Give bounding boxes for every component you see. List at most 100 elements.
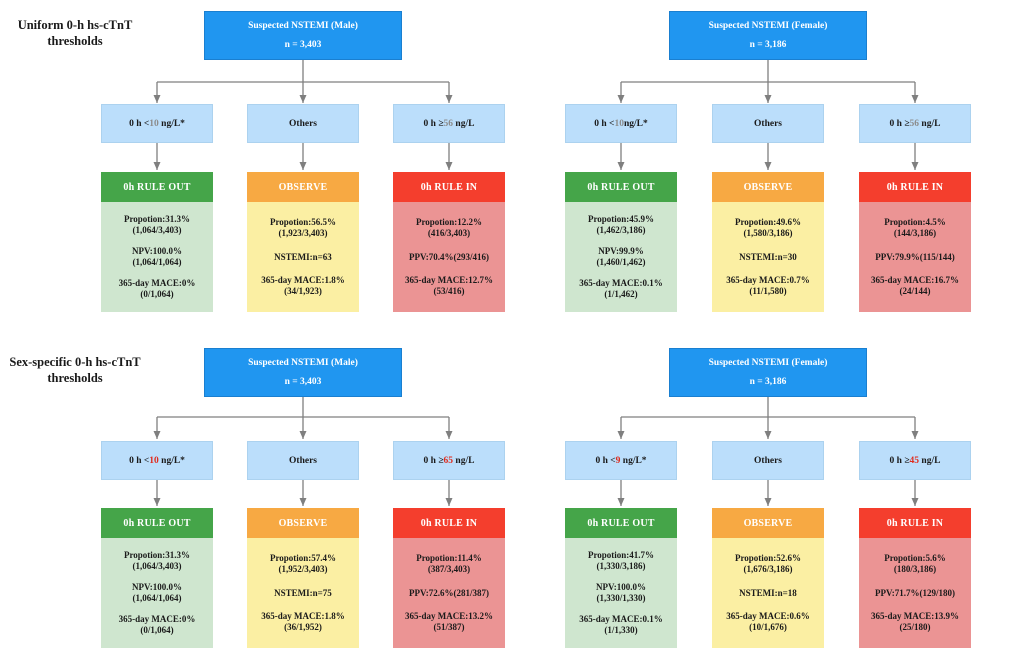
branch-label: Others (754, 118, 782, 129)
stat-nstemi: NSTEMI:n=63 (274, 251, 332, 262)
branch-label-suffix: ng/L* (620, 455, 647, 466)
outcome-node-observe: OBSERVE Propotion:57.4%(1,952/3,403) NST… (247, 508, 359, 648)
outcome-node-rule-in: 0h RULE IN Propotion:4.5%(144/3,186) PPV… (859, 172, 971, 312)
root-node-uniform-female: Suspected NSTEMI (Female) n = 3,186 (669, 11, 867, 60)
stat-ppv: PPV:79.9%(115/144) (875, 251, 955, 262)
branch-label-suffix: ng/L (919, 118, 941, 129)
threshold-value: 10 (149, 455, 159, 466)
outcome-node-rule-out: 0h RULE OUT Propotion:45.9%(1,462/3,186)… (565, 172, 677, 312)
root-count: n = 3,186 (749, 40, 787, 50)
branch-node-rule-in-threshold: 0 h ≥56 ng/L (859, 104, 971, 143)
outcome-header: 0h RULE OUT (101, 508, 213, 538)
branch-node-rule-out-threshold: 0 h <9 ng/L* (565, 441, 677, 480)
stat-mace: 365-day MACE:0%(0/1,064) (118, 614, 196, 635)
outcome-header: 0h RULE IN (393, 508, 505, 538)
root-count: n = 3,403 (284, 40, 322, 50)
stat-proportion: Propotion:12.2%(416/3,403) (415, 216, 483, 238)
branch-node-rule-out-threshold: 0 h <10 ng/L* (101, 441, 213, 480)
threshold-value: 56 (909, 118, 920, 129)
stat-proportion: Propotion:52.6%(1,676/3,186) (734, 552, 802, 574)
outcome-stats: Propotion:52.6%(1,676/3,186) NSTEMI:n=18… (712, 538, 824, 648)
outcome-node-rule-out: 0h RULE OUT Propotion:31.3%(1,064/3,403)… (101, 508, 213, 648)
stat-proportion: Propotion:45.9%(1,462/3,186) (587, 214, 655, 236)
stat-ppv: PPV:70.4%(293/416) (409, 251, 489, 262)
row-label-uniform-thresholds: Uniform 0-h hs-cTnT thresholds (0, 17, 150, 50)
branch-label-suffix: ng/L* (158, 455, 185, 466)
branch-label-suffix: ng/L (453, 118, 475, 129)
outcome-header: 0h RULE IN (859, 508, 971, 538)
stat-nstemi: NSTEMI:n=75 (274, 587, 332, 598)
branch-label-prefix: 0 h < (129, 455, 150, 466)
root-title: Suspected NSTEMI (Male) (248, 21, 358, 31)
row-label-line1: Sex-specific 0-h hs-cTnT (9, 355, 141, 369)
outcome-stats: Propotion:12.2%(416/3,403) PPV:70.4%(293… (393, 202, 505, 312)
branch-node-rule-in-threshold: 0 h ≥65 ng/L (393, 441, 505, 480)
stat-proportion: Propotion:57.4%(1,952/3,403) (269, 552, 337, 574)
row-label-line1: Uniform 0-h hs-cTnT (17, 18, 133, 32)
outcome-node-rule-in: 0h RULE IN Propotion:11.4%(387/3,403) PP… (393, 508, 505, 648)
branch-label-prefix: 0 h ≥ (889, 118, 910, 129)
branch-label-suffix: ng/L* (158, 118, 185, 129)
outcome-node-observe: OBSERVE Propotion:52.6%(1,676/3,186) NST… (712, 508, 824, 648)
stat-proportion: Propotion:4.5%(144/3,186) (884, 216, 946, 238)
outcome-node-rule-out: 0h RULE OUT Propotion:41.7%(1,330/3,186)… (565, 508, 677, 648)
outcome-stats: Propotion:49.6%(1,580/3,186) NSTEMI:n=30… (712, 202, 824, 312)
root-count: n = 3,186 (749, 377, 787, 387)
stat-proportion: Propotion:5.6%(180/3,186) (884, 552, 946, 574)
outcome-header: 0h RULE OUT (565, 172, 677, 202)
root-title: Suspected NSTEMI (Male) (248, 358, 358, 368)
outcome-header: 0h RULE IN (393, 172, 505, 202)
threshold-value: 45 (909, 455, 920, 466)
branch-label-suffix: ng/L (453, 455, 475, 466)
branch-label-prefix: 0 h ≥ (423, 118, 444, 129)
root-count: n = 3,403 (284, 377, 322, 387)
outcome-stats: Propotion:4.5%(144/3,186) PPV:79.9%(115/… (859, 202, 971, 312)
outcome-header: OBSERVE (247, 508, 359, 538)
branch-label-prefix: 0 h < (595, 455, 616, 466)
stat-npv: NPV:100.0%(1,330/1,330) (596, 582, 646, 603)
row-label-sex-specific-thresholds: Sex-specific 0-h hs-cTnT thresholds (0, 354, 150, 387)
stat-mace: 365-day MACE:0.1%(1/1,330) (579, 614, 663, 635)
threshold-value: 65 (443, 455, 454, 466)
threshold-value: 10 (614, 118, 624, 129)
row-label-line2: thresholds (47, 371, 103, 386)
root-title: Suspected NSTEMI (Female) (708, 358, 828, 368)
stat-mace: 365-day MACE:1.8%(36/1,952) (261, 611, 345, 633)
branch-label-prefix: 0 h ≥ (423, 455, 444, 466)
root-node-sex-specific-male: Suspected NSTEMI (Male) n = 3,403 (204, 348, 402, 397)
stat-mace: 365-day MACE:16.7%(24/144) (871, 275, 959, 297)
stat-npv: NPV:100.0%(1,064/1,064) (132, 582, 182, 603)
threshold-value: 9 (615, 455, 621, 466)
stat-proportion: Propotion:41.7%(1,330/3,186) (587, 550, 655, 572)
outcome-stats: Propotion:45.9%(1,462/3,186) NPV:99.9%(1… (565, 202, 677, 312)
row-label-line2: thresholds (47, 34, 103, 49)
root-title: Suspected NSTEMI (Female) (708, 21, 828, 31)
outcome-node-observe: OBSERVE Propotion:56.5%(1,923/3,403) NST… (247, 172, 359, 312)
stat-proportion: Propotion:31.3%(1,064/3,403) (123, 214, 191, 236)
stat-npv: NPV:100.0%(1,064/1,064) (132, 246, 182, 267)
outcome-header: OBSERVE (712, 508, 824, 538)
stat-ppv: PPV:71.7%(129/180) (875, 587, 955, 598)
outcome-node-rule-in: 0h RULE IN Propotion:5.6%(180/3,186) PPV… (859, 508, 971, 648)
stat-mace: 365-day MACE:13.2%(51/387) (405, 611, 493, 633)
outcome-stats: Propotion:41.7%(1,330/3,186) NPV:100.0%(… (565, 538, 677, 648)
outcome-node-observe: OBSERVE Propotion:49.6%(1,580/3,186) NST… (712, 172, 824, 312)
outcome-stats: Propotion:5.6%(180/3,186) PPV:71.7%(129/… (859, 538, 971, 648)
stat-mace: 365-day MACE:1.8%(34/1,923) (261, 275, 345, 297)
stat-nstemi: NSTEMI:n=18 (739, 587, 797, 598)
branch-node-rule-in-threshold: 0 h ≥56 ng/L (393, 104, 505, 143)
branch-label-prefix: 0 h < (129, 118, 150, 129)
outcome-header: OBSERVE (712, 172, 824, 202)
outcome-header: OBSERVE (247, 172, 359, 202)
stat-mace: 365-day MACE:12.7%(53/416) (405, 275, 493, 297)
outcome-header: 0h RULE OUT (101, 172, 213, 202)
outcome-node-rule-out: 0h RULE OUT Propotion:31.3%(1,064/3,403)… (101, 172, 213, 312)
branch-label-prefix: 0 h ≥ (889, 455, 910, 466)
stat-nstemi: NSTEMI:n=30 (739, 251, 797, 262)
stat-proportion: Propotion:11.4%(387/3,403) (416, 552, 482, 574)
stat-proportion: Propotion:49.6%(1,580/3,186) (734, 216, 802, 238)
stat-mace: 365-day MACE:0.1%(1/1,462) (579, 278, 663, 299)
stat-proportion: Propotion:31.3%(1,064/3,403) (123, 550, 191, 572)
threshold-value: 56 (443, 118, 454, 129)
